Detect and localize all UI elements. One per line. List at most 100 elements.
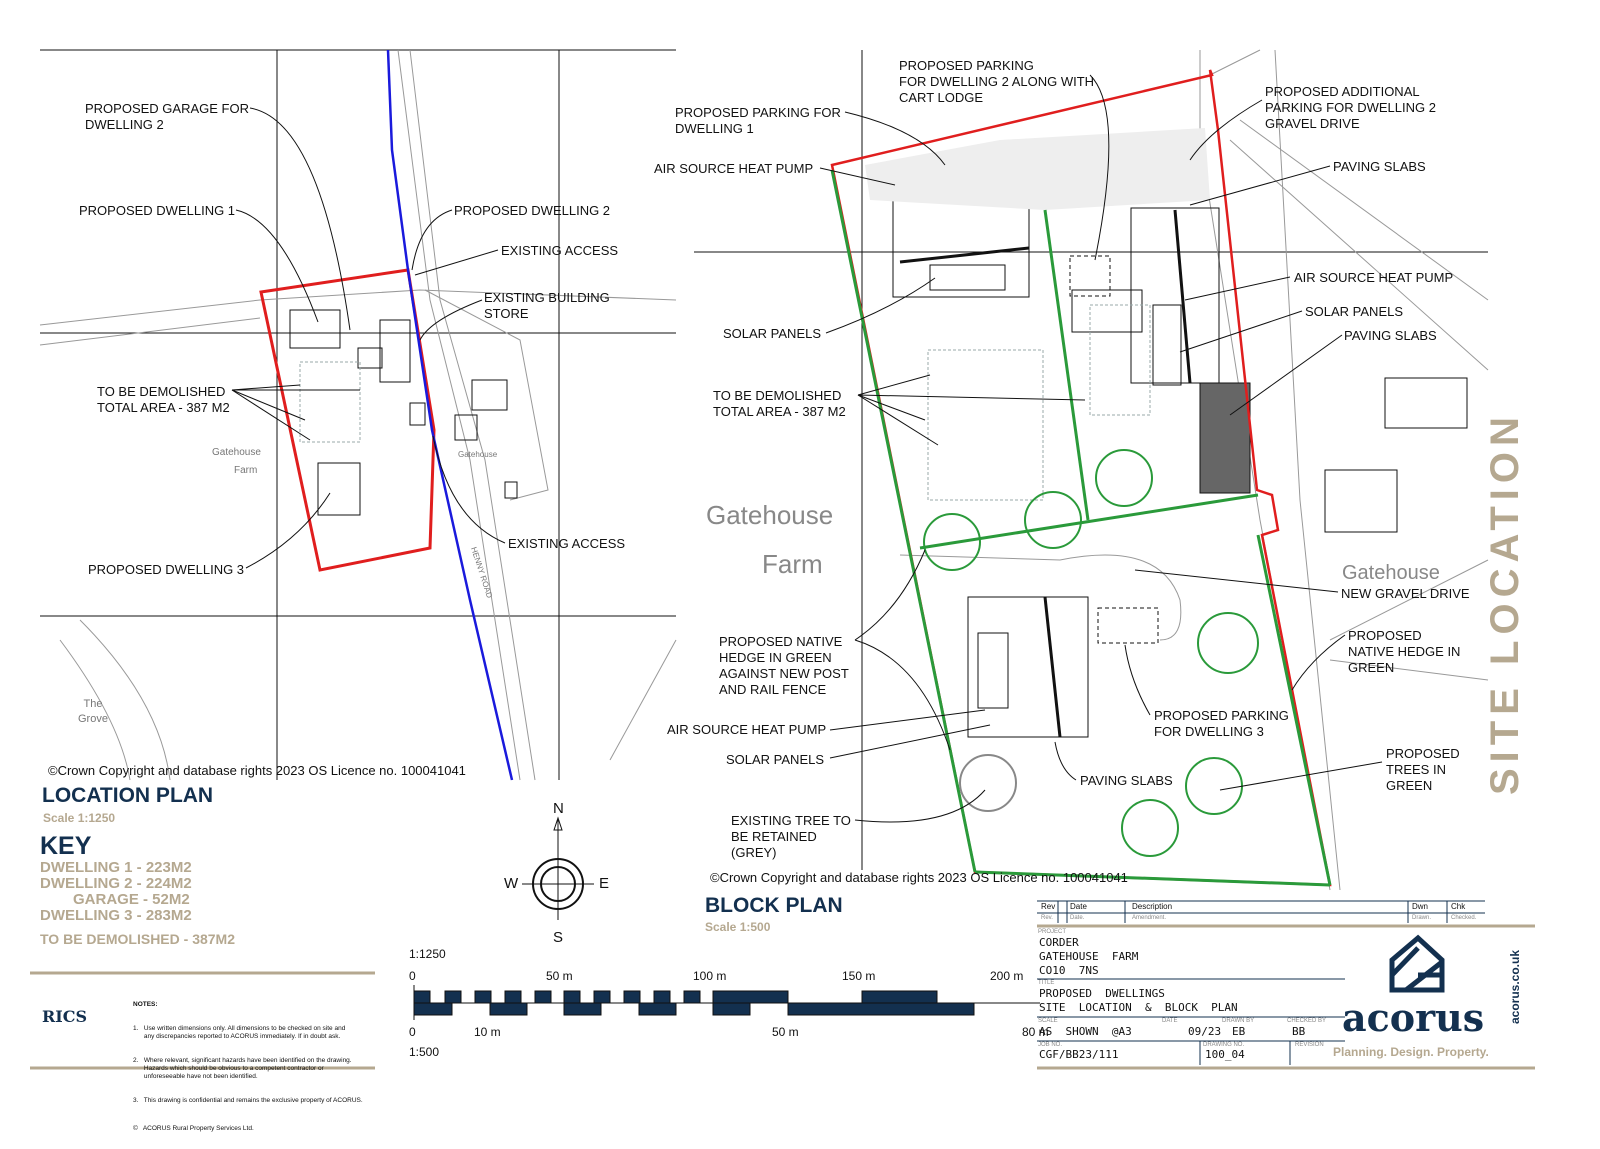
label-native-hedge: PROPOSED NATIVE HEDGE IN GREEN AGAINST N… (719, 634, 849, 697)
scale-bottom-label: 1:500 (409, 1045, 440, 1059)
date-value: 09/23 (1188, 1025, 1222, 1038)
field-label: JOB NO. (1038, 1042, 1063, 1048)
map-text-farm: Farm (234, 465, 258, 476)
acorus-brand: acorus (1342, 995, 1485, 1040)
field-label: DATE (1162, 1018, 1178, 1024)
compass-w: W (504, 875, 519, 892)
label-parking-dwelling-2: PROPOSED PARKING FOR DWELLING 2 ALONG WI… (899, 58, 1095, 105)
acorus-logo-mark (1389, 934, 1445, 993)
notes-heading: NOTES: (133, 1001, 158, 1008)
field-label: CHECKED BY (1287, 1018, 1327, 1024)
label-existing-access-2: EXISTING ACCESS (508, 536, 626, 551)
rev-sub: Drawn. (1412, 915, 1432, 921)
drawn-by-value: EB (1232, 1025, 1246, 1038)
key-item: DWELLING 1 - 223M2 (40, 859, 192, 876)
label-air-source-heat-pump: AIR SOURCE HEAT PUMP (667, 722, 827, 737)
label-solar-panels: SOLAR PANELS (726, 752, 825, 767)
label-additional-parking: PROPOSED ADDITIONAL PARKING FOR DWELLING… (1265, 84, 1436, 131)
label-to-be-demolished: TO BE DEMOLISHED TOTAL AREA - 387 M2 (713, 388, 846, 419)
rics-logo: RICS (42, 1007, 88, 1026)
block-copyright: ©Crown Copyright and database rights 202… (710, 870, 1128, 885)
scale-tick: 10 m (474, 1025, 501, 1039)
map-text-gatehouse: Gatehouse (212, 447, 261, 458)
scale-tick: 50 m (546, 969, 573, 983)
side-title: SITE LOCATION (1483, 411, 1527, 795)
rev-header: Date (1070, 902, 1087, 911)
notes: NOTES: 1. Use written dimensions only. A… (133, 985, 363, 1149)
project-label: PROJECT (1038, 929, 1067, 935)
rev-sub: Date. (1070, 915, 1085, 921)
scale-tick: 100 m (693, 969, 727, 983)
label-existing-building-store: EXISTING BUILDING STORE (484, 290, 610, 321)
label-solar-panels: SOLAR PANELS (1305, 304, 1404, 319)
scale-tick: 150 m (842, 969, 876, 983)
rev-header: Rev (1041, 902, 1056, 911)
drawing-no-value: 100_04 (1205, 1048, 1245, 1061)
notes-copyright: © ACORUS Rural Property Services Ltd. (133, 1125, 254, 1132)
label-paving-slabs: PAVING SLABS (1080, 773, 1173, 788)
label-paving-slabs: PAVING SLABS (1333, 159, 1426, 174)
scale-tick: 200 m (990, 969, 1024, 983)
job-no-value: CGF/BB23/111 (1039, 1048, 1119, 1061)
label-parking-dwelling-1: PROPOSED PARKING FOR DWELLING 1 (675, 105, 841, 136)
block-plan-title: BLOCK PLAN (705, 894, 843, 917)
scale-tick: 50 m (772, 1025, 799, 1039)
map-text-gatehouse-2: Gatehouse (458, 450, 498, 459)
scale-tick: 0 (409, 969, 416, 983)
rev-sub: Checked. (1451, 915, 1477, 921)
block-plan-scale: Scale 1:500 (705, 920, 771, 934)
label-existing-tree: EXISTING TREE TO BE RETAINED (GREY) (731, 813, 851, 860)
rev-header: Chk (1451, 902, 1466, 911)
rev-header: Description (1132, 902, 1173, 911)
rev-header: Dwn (1412, 902, 1429, 911)
map-text-gatehouse-2: Gatehouse (1342, 562, 1440, 584)
field-label: DRAWN BY (1222, 1018, 1255, 1024)
note-item: 3. This drawing is confidential and rema… (133, 1097, 363, 1104)
scale-tick: 0 (409, 1025, 416, 1039)
key-item: GARAGE - 52M2 (73, 891, 190, 908)
rev-sub: Amendment. (1132, 915, 1167, 921)
label-solar-panels: SOLAR PANELS (723, 326, 822, 341)
field-label: SCALE (1038, 1018, 1058, 1024)
label-existing-access: EXISTING ACCESS (501, 243, 619, 258)
map-text-the-grove: The Grove (78, 698, 108, 725)
field-label: REVISION (1295, 1042, 1324, 1048)
label-proposed-garage: PROPOSED GARAGE FOR DWELLING 2 (85, 101, 249, 132)
key-item: DWELLING 3 - 283M2 (40, 907, 192, 924)
note-item: 1. Use written dimensions only. All dime… (133, 1025, 346, 1040)
location-plan-title: LOCATION PLAN (42, 784, 214, 807)
acorus-website: acorus.co.uk (1508, 949, 1522, 1025)
key-title: KEY (40, 832, 92, 860)
map-text-farm: Farm (762, 549, 823, 579)
label-parking-dwelling-3: PROPOSED PARKING FOR DWELLING 3 (1154, 708, 1289, 739)
project-value: CORDER GATEHOUSE FARM CO10 7NS (1039, 936, 1139, 977)
label-native-hedge-2: PROPOSED NATIVE HEDGE IN GREEN (1348, 628, 1461, 675)
compass-s: S (553, 929, 564, 946)
location-copyright: ©Crown Copyright and database rights 202… (48, 763, 466, 778)
label-air-source-heat-pump: AIR SOURCE HEAT PUMP (1294, 270, 1454, 285)
scale-value: AS SHOWN @A3 (1039, 1025, 1132, 1038)
label-proposed-trees: PROPOSED TREES IN GREEN (1386, 746, 1460, 793)
map-text-gatehouse: Gatehouse (706, 500, 834, 530)
checked-by-value: BB (1292, 1025, 1306, 1038)
location-plan-scale: Scale 1:1250 (43, 811, 116, 825)
key-item: DWELLING 2 - 224M2 (40, 875, 192, 892)
scale-bar-graphic (413, 985, 1040, 1020)
compass-n: N (553, 800, 564, 817)
rev-sub: Rev. (1041, 915, 1053, 921)
title-value: PROPOSED DWELLINGS SITE LOCATION & BLOCK… (1039, 987, 1238, 1014)
key-demolish: TO BE DEMOLISHED - 387M2 (40, 931, 236, 947)
label-new-gravel-drive: NEW GRAVEL DRIVE (1341, 586, 1470, 601)
scale-tick: 80 m (1022, 1025, 1049, 1039)
acorus-tagline: Planning. Design. Property. (1333, 1045, 1489, 1059)
compass-e: E (599, 875, 610, 892)
title-label: TITLE (1038, 980, 1055, 986)
label-paving-slabs: PAVING SLABS (1344, 328, 1437, 343)
field-label: DRAWING NO. (1203, 1042, 1245, 1048)
label-air-source-heat-pump: AIR SOURCE HEAT PUMP (654, 161, 814, 176)
label-to-be-demolished: TO BE DEMOLISHED TOTAL AREA - 387 M2 (97, 384, 230, 415)
label-proposed-dwelling-2: PROPOSED DWELLING 2 (454, 203, 611, 218)
label-proposed-dwelling-3: PROPOSED DWELLING 3 (88, 562, 245, 577)
label-proposed-dwelling-1: PROPOSED DWELLING 1 (79, 203, 236, 218)
